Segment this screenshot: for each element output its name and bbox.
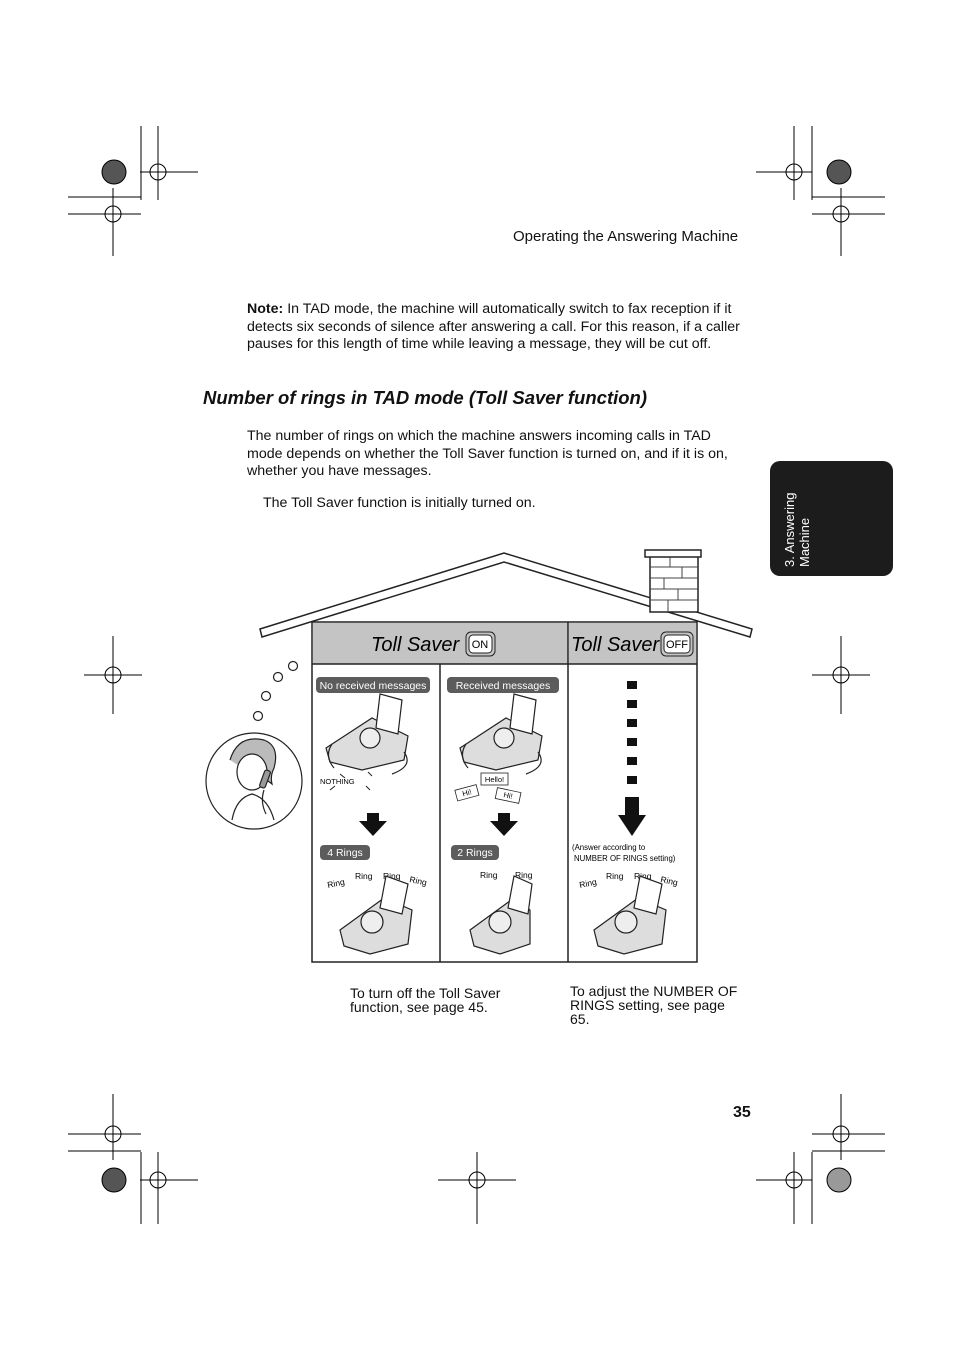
- page-number: 35: [733, 1104, 751, 1121]
- chapter-side-tab: 3. Answering Machine: [770, 461, 893, 576]
- ring-label: Ring: [578, 876, 597, 889]
- ring-label: Ring: [383, 871, 401, 881]
- fax-machine-icon: [339, 875, 413, 955]
- ring-label: Ring: [355, 871, 373, 881]
- nothing-bubble: NOTHING: [320, 777, 355, 786]
- off-panel-title: Toll Saver: [571, 634, 661, 656]
- note-text: In TAD mode, the machine will automatica…: [247, 301, 740, 352]
- intro-paragraph: The number of rings on which the machine…: [247, 428, 728, 479]
- arrow-down-icon: [490, 813, 518, 836]
- arrow-down-icon: [359, 813, 387, 836]
- no-messages-label: No received messages: [320, 680, 427, 692]
- caption-toll-saver-off: To turn off the Toll Saver function, see…: [350, 985, 501, 1015]
- running-head: Operating the Answering Machine: [513, 228, 739, 245]
- fax-machine-icon: [459, 693, 543, 775]
- on-badge: ON: [472, 639, 489, 651]
- ring-label: Ring: [606, 871, 624, 881]
- two-rings-label: 2 Rings: [457, 847, 493, 859]
- four-rings-label: 4 Rings: [327, 847, 363, 859]
- off-badge: OFF: [666, 639, 688, 651]
- thought-bubbles: [252, 660, 299, 722]
- registration-mark-icon: [101, 159, 127, 185]
- fax-machine-icon: [325, 693, 409, 775]
- caption-number-of-rings: To adjust the NUMBER OF RINGS setting, s…: [570, 983, 738, 1027]
- off-note-line-2: NUMBER OF RINGS setting): [574, 854, 676, 863]
- woman-on-phone-icon: [205, 732, 303, 830]
- on-panel-title: Toll Saver: [371, 634, 461, 656]
- hello-bubble: Hello!: [485, 775, 504, 784]
- note-paragraph: Note: In TAD mode, the machine will auto…: [247, 301, 742, 354]
- registration-mark-icon: [101, 1167, 127, 1193]
- off-note-line-1: (Answer according to: [572, 843, 646, 852]
- registration-mark-icon: [826, 159, 852, 185]
- ring-label: Ring: [660, 874, 679, 887]
- messages-label: Received messages: [456, 680, 551, 692]
- dashed-arrow: [618, 681, 646, 836]
- house-roof: [259, 552, 753, 638]
- registration-mark-icon: [826, 1167, 852, 1193]
- fax-machine-icon: [593, 875, 667, 955]
- arrow-down-icon: [618, 797, 646, 836]
- initial-state-text: The Toll Saver function is initially tur…: [263, 495, 536, 511]
- section-title: Number of rings in TAD mode (Toll Saver …: [203, 387, 648, 408]
- chimney-icon: [644, 549, 702, 613]
- ring-label: Ring: [634, 871, 652, 881]
- hi-bubble-2: Hi!: [503, 790, 514, 801]
- fax-machine-icon: [469, 875, 533, 955]
- note-label: Note:: [247, 301, 284, 317]
- ring-label: Ring: [480, 870, 498, 880]
- ring-label: Ring: [409, 874, 428, 887]
- header-on: [313, 623, 568, 664]
- ring-label: Ring: [326, 876, 345, 889]
- ring-label: Ring: [515, 870, 533, 880]
- hi-bubble-1: Hi!: [461, 787, 472, 798]
